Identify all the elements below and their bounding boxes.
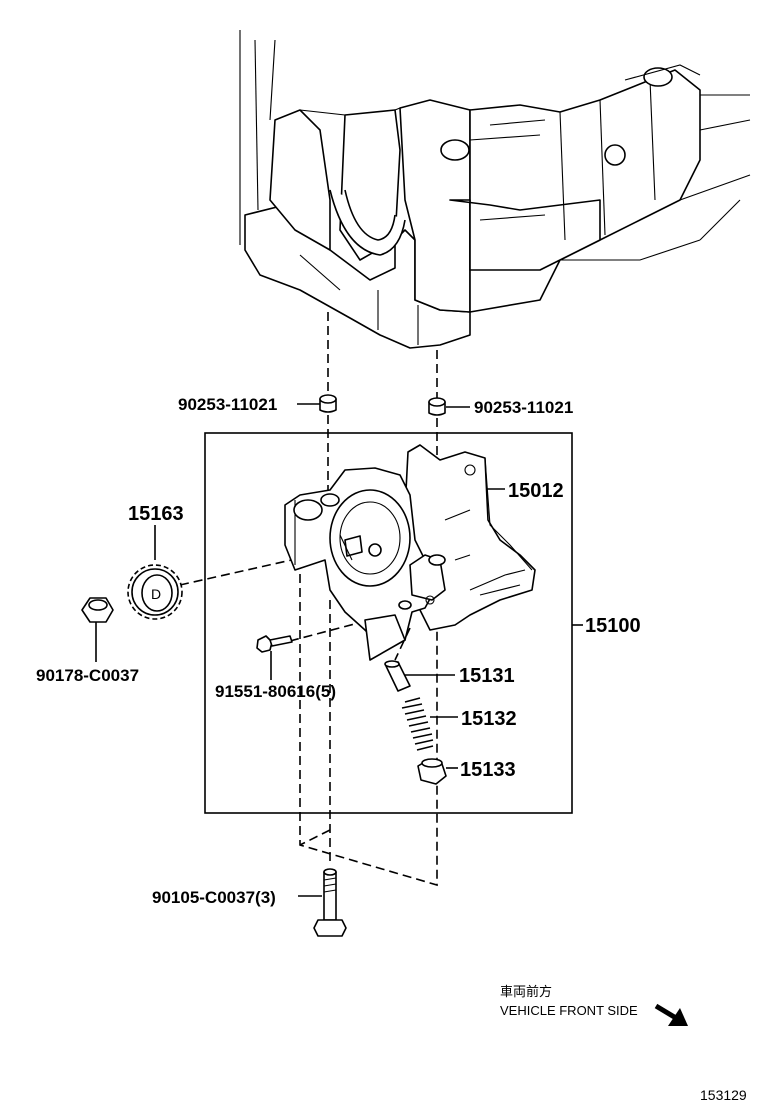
callout-assembly: 15100 xyxy=(585,615,641,637)
sleeve-right-part xyxy=(428,397,446,416)
nut-part xyxy=(81,597,114,623)
engine-block-illustration xyxy=(239,30,751,349)
callout-sleeve-left: 90253-11021 xyxy=(178,395,277,414)
sleeve-left-part xyxy=(319,394,337,413)
callout-spring: 15132 xyxy=(461,708,517,730)
direction-label-jp: 車両前方 xyxy=(500,984,552,999)
gear-mark: D xyxy=(151,586,161,602)
arrow-down-right-icon xyxy=(654,1003,688,1026)
plug-part xyxy=(417,758,447,785)
callout-nut: 90178-C0037 xyxy=(36,666,139,685)
figure-code: 153129 xyxy=(700,1087,747,1103)
assembly-frame xyxy=(204,432,573,814)
bolt-part xyxy=(313,868,347,937)
leader-lines xyxy=(95,403,583,897)
screw-part xyxy=(256,635,293,653)
relief-valve-part xyxy=(384,660,411,692)
oil-pump-body xyxy=(284,444,536,661)
callout-bolt: 90105-C0037(3) xyxy=(152,888,276,907)
callout-cover: 15012 xyxy=(508,480,564,502)
vehicle-front-indicator: 車両前方 VEHICLE FRONT SIDE xyxy=(500,984,688,1026)
callout-screw: 91551-80616(5) xyxy=(215,682,336,701)
part-number-callouts: 90253-11021 90253-11021 15012 15163 9017… xyxy=(36,395,641,907)
callout-valve: 15131 xyxy=(459,665,515,687)
timing-gear-part: D xyxy=(127,564,183,620)
callout-gear: 15163 xyxy=(128,503,184,525)
direction-label-en: VEHICLE FRONT SIDE xyxy=(500,1003,638,1018)
spring-part xyxy=(401,697,434,751)
callout-plug: 15133 xyxy=(460,759,516,781)
callout-sleeve-right: 90253-11021 xyxy=(474,398,573,417)
